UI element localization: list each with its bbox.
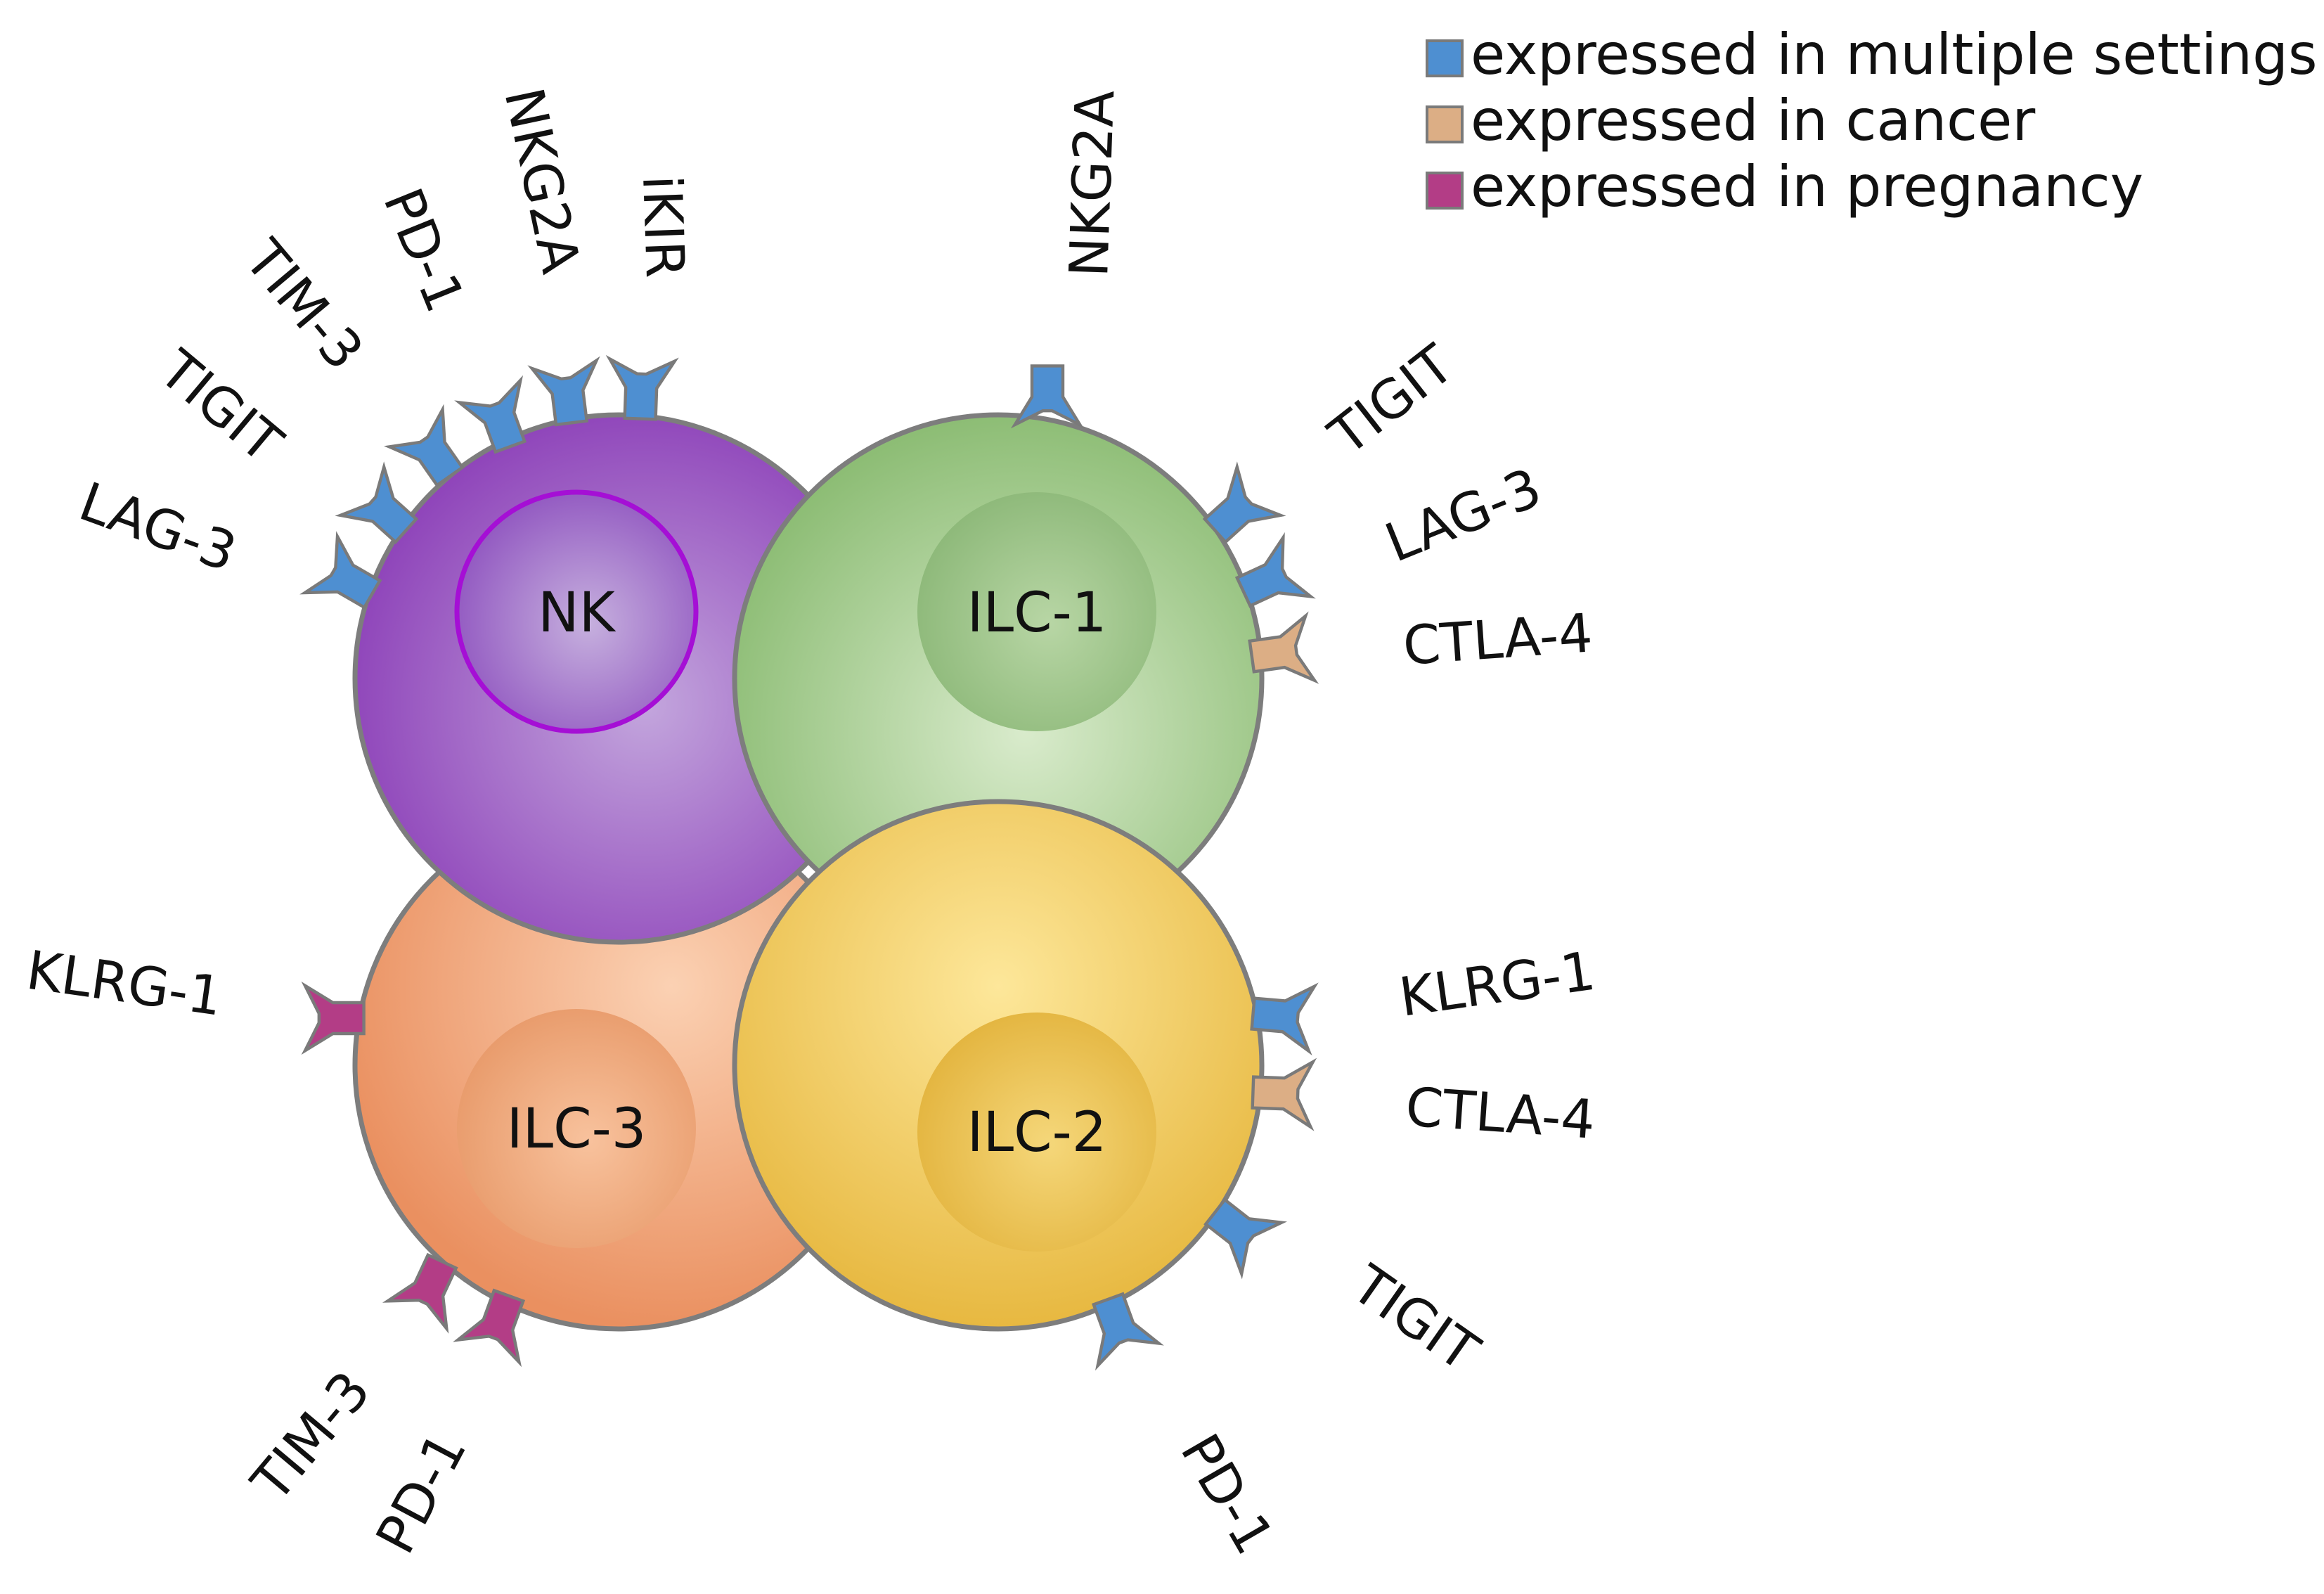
nk-ikir-receptor	[607, 359, 674, 420]
ilc3-pd1-label: PD-1	[363, 1422, 478, 1564]
legend-label-cancer: expressed in cancer	[1471, 88, 2035, 153]
legend-swatch-cancer	[1426, 105, 1464, 143]
legend: expressed in multiple settings expressed…	[1426, 22, 2318, 219]
nk-tim3-label: TIM-3	[233, 228, 376, 382]
nk-tigit-label: TIGIT	[148, 338, 295, 475]
ilc3-nucleus	[457, 1009, 696, 1248]
legend-label-pregnancy: expressed in pregnancy	[1471, 154, 2143, 219]
ilc2-ctla4-label: CTLA-4	[1404, 1075, 1597, 1151]
nk-label: NK	[538, 581, 616, 645]
legend-swatch-pregnancy	[1426, 172, 1464, 210]
cell-ilc1: ILC-1	[732, 412, 1265, 945]
cell-ilc3: ILC-3	[352, 799, 885, 1332]
nk-pd1-label: PD-1	[371, 179, 477, 320]
ilc2-nucleus	[917, 1013, 1156, 1252]
ilc2-klrg1-label: KLRG-1	[1395, 939, 1599, 1029]
ilc1-tigit-label: TIGIT	[1317, 333, 1466, 468]
nk-ikir-label: iKIR	[631, 174, 697, 279]
legend-swatch-multiple	[1426, 39, 1464, 77]
ilc1-nkg2a-receptor	[1015, 366, 1080, 425]
nk-nucleus	[454, 489, 699, 734]
ilc3-klrg1-label: KLRG-1	[22, 939, 226, 1028]
ilc1-lag3-label: LAG-3	[1376, 456, 1549, 574]
ilc1-ctla4-label: CTLA-4	[1401, 601, 1594, 677]
ilc2-tigit-label: TIGIT	[1341, 1252, 1490, 1384]
ilc1-nucleus	[917, 492, 1156, 731]
ilc1-label: ILC-1	[967, 581, 1107, 645]
cell-nk: NK	[352, 412, 885, 945]
ilc2-pd1-label: PD-1	[1168, 1424, 1286, 1565]
legend-label-multiple: expressed in multiple settings	[1471, 22, 2318, 87]
ilc3-label: ILC-3	[507, 1098, 647, 1161]
ilc1-nkg2a-label: NKG2A	[1057, 89, 1126, 278]
ilc3-tim3-label: TIM-3	[239, 1359, 382, 1513]
nk-lag3-label: LAG-3	[72, 470, 245, 584]
nk-nkg2a-label: NKG2A	[492, 82, 592, 278]
cell-ilc2: ILC-2	[732, 799, 1265, 1332]
ilc2-label: ILC-2	[967, 1101, 1107, 1164]
